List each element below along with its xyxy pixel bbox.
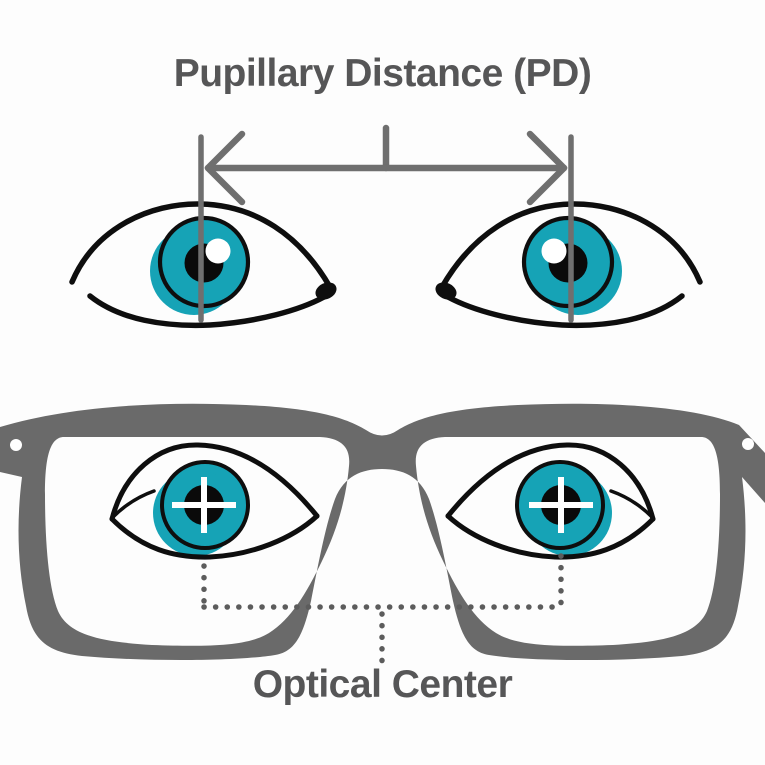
pd-arrowhead-left-icon	[204, 130, 246, 206]
glasses-frame	[0, 403, 765, 661]
left-glasses-upper-eyelid	[109, 442, 320, 522]
pd-arrowhead-right-icon	[526, 130, 568, 206]
left-lower-eyelid	[87, 293, 327, 329]
right-inner-corner-fold	[609, 489, 654, 519]
optical-center-label: Optical Center	[252, 663, 513, 706]
left-hinge-screw-icon	[10, 439, 22, 451]
optical-center-crosshair-right-icon	[529, 477, 593, 533]
page-title: Pupillary Distance (PD)	[173, 52, 592, 95]
right-eye	[435, 201, 703, 329]
right-iris-outline	[521, 215, 615, 309]
left-inner-corner-fold	[111, 489, 156, 519]
left-glasses-iris-outline	[160, 460, 250, 550]
right-glasses-eye	[445, 442, 656, 560]
right-tear-duct	[435, 282, 457, 300]
left-eye	[69, 201, 337, 329]
optical-center-connector	[201, 553, 564, 665]
right-hinge-screw-icon	[742, 438, 754, 450]
frame-silhouette	[0, 403, 765, 661]
right-glasses-iris-outline	[515, 460, 605, 550]
left-iris-outline	[157, 215, 251, 309]
left-glasses-lower-eyelid	[109, 513, 320, 560]
right-lower-eyelid	[445, 293, 685, 329]
right-pupil-highlight	[541, 238, 567, 264]
right-glasses-upper-eyelid	[445, 442, 656, 522]
pd-measurement	[198, 124, 574, 323]
left-pupil-highlight	[205, 238, 231, 264]
optical-center-crosshair-left-icon	[172, 477, 236, 533]
left-tear-duct	[315, 282, 337, 300]
right-glasses-lower-eyelid	[445, 513, 656, 560]
left-glasses-eye	[109, 442, 320, 560]
